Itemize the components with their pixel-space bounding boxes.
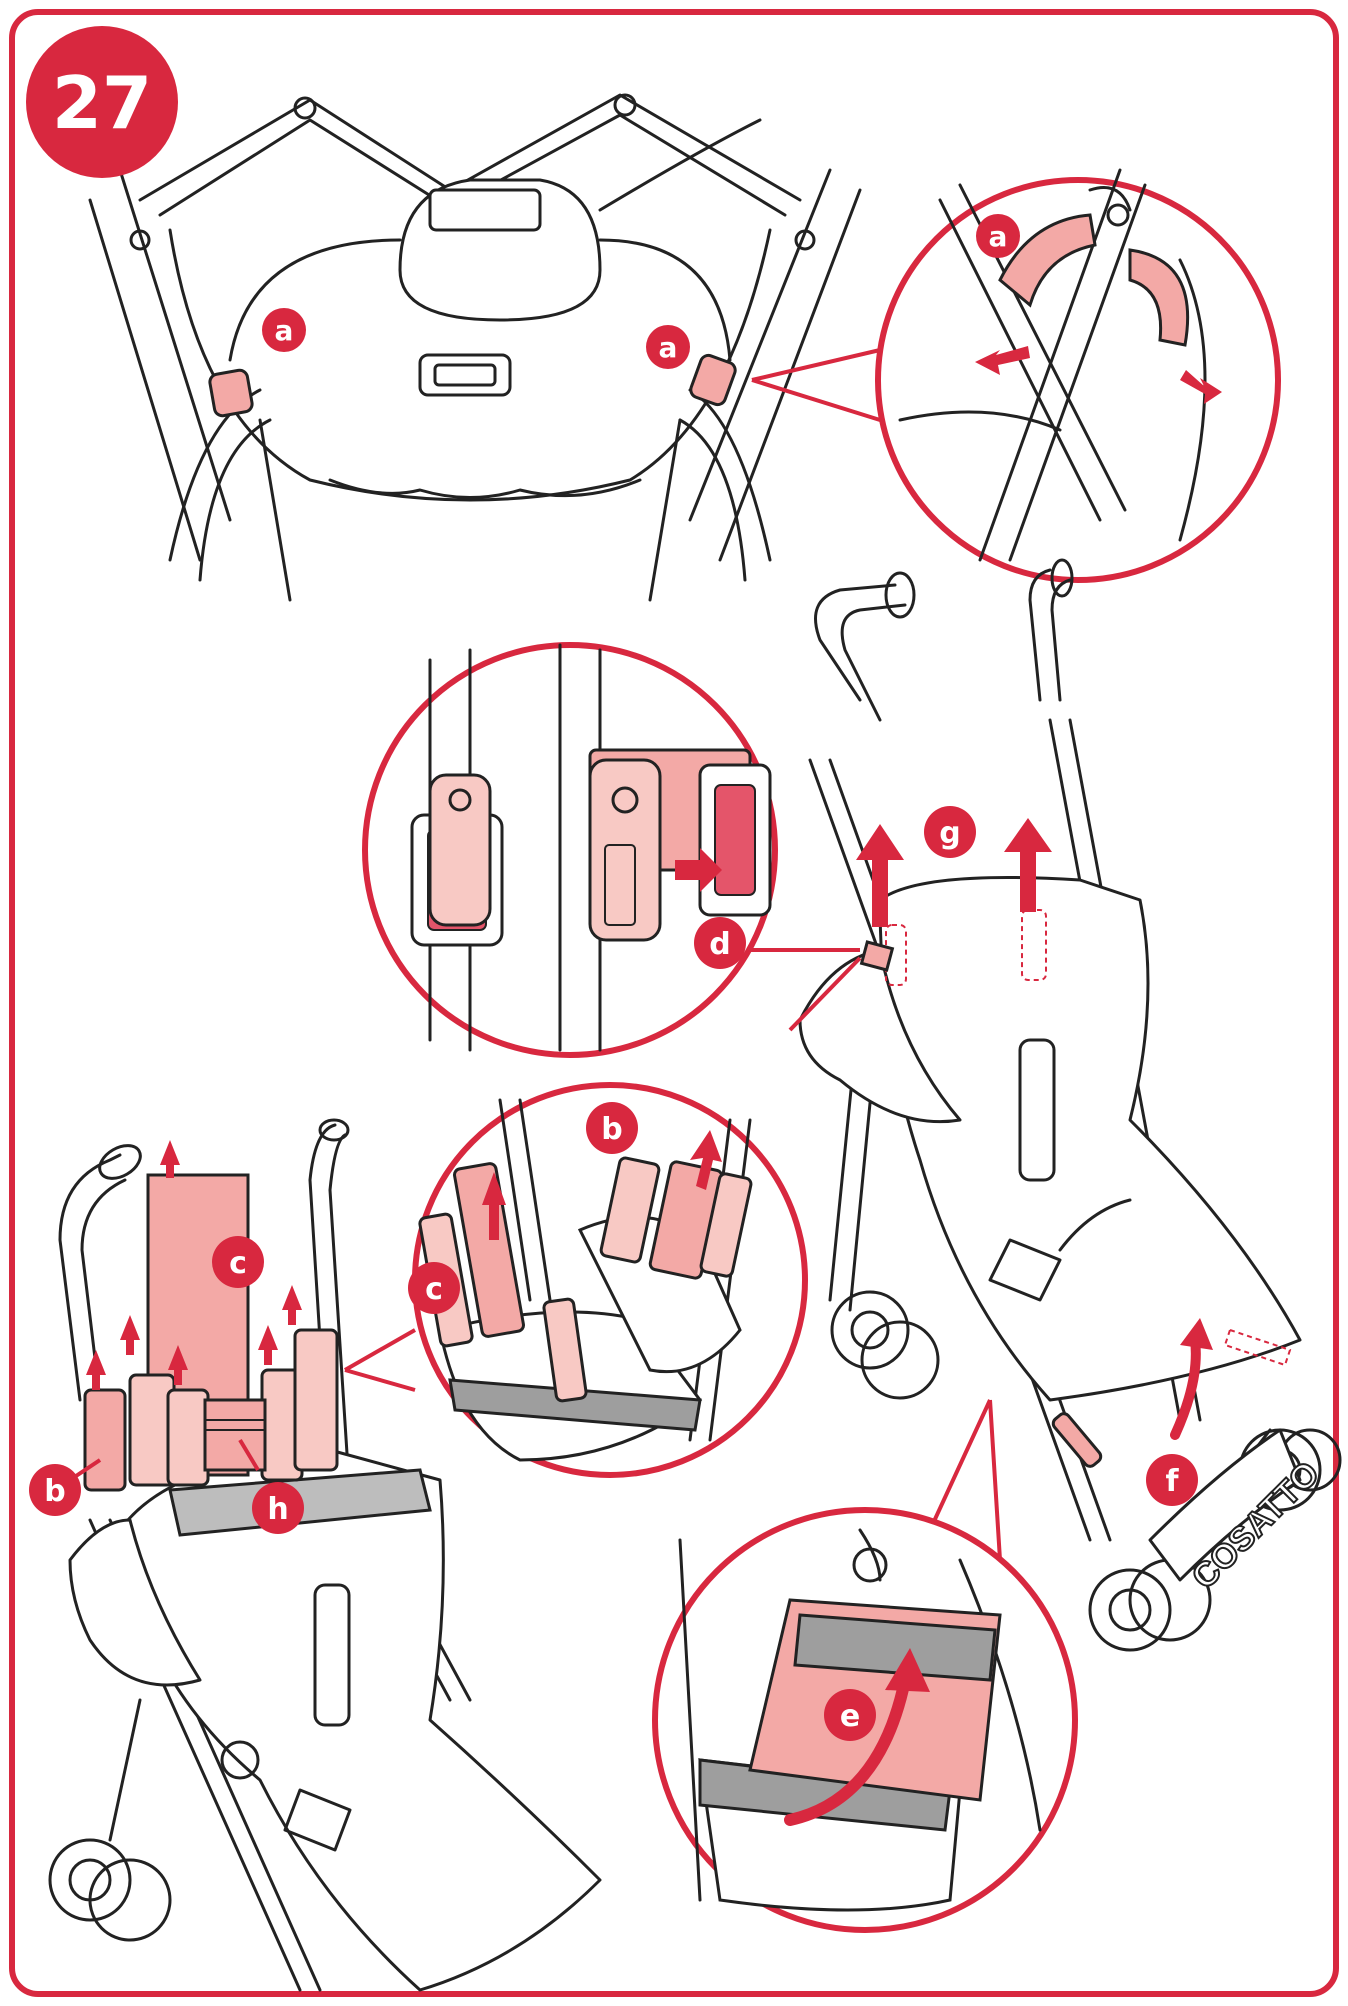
arrow-up-icon xyxy=(258,1325,278,1365)
arrow-right-icon-d xyxy=(675,848,722,892)
label-a-zoom: a xyxy=(976,214,1020,258)
arrow-up-icon xyxy=(168,1345,188,1385)
label-h: h xyxy=(238,1438,304,1534)
arrow-up-icon xyxy=(282,1285,302,1325)
svg-text:e: e xyxy=(840,1699,860,1734)
label-b-zoom: b xyxy=(586,1102,638,1154)
label-e: e xyxy=(824,1689,876,1741)
strap-a-zoom xyxy=(998,213,1097,308)
svg-text:a: a xyxy=(659,331,678,364)
arrow-up-icon-g-left xyxy=(856,824,904,927)
zoom-circle-a xyxy=(751,168,1281,583)
strap-d xyxy=(859,940,895,972)
label-d: d xyxy=(694,917,746,969)
right-stroller-view xyxy=(798,558,1342,1652)
label-b-left: b xyxy=(29,1458,102,1516)
arrow-up-icon-zoom-b xyxy=(690,1130,722,1190)
label-a-left: a xyxy=(262,308,306,352)
arrow-curve-icon-f xyxy=(1170,1335,1201,1440)
svg-text:f: f xyxy=(1165,1464,1179,1499)
brake-pedal xyxy=(1051,1412,1103,1468)
zoom-circle-bc xyxy=(344,1082,808,1478)
arrow-up-icon xyxy=(160,1140,180,1178)
svg-text:c: c xyxy=(229,1246,247,1281)
svg-text:a: a xyxy=(275,314,294,347)
arrow-up-icon xyxy=(120,1315,140,1355)
svg-text:c: c xyxy=(425,1272,443,1307)
step-number: 27 xyxy=(52,61,152,145)
zoom-circle-d xyxy=(362,642,862,1058)
step-number-badge: 27 xyxy=(26,26,178,178)
strap-a-left xyxy=(208,368,254,418)
svg-text:h: h xyxy=(267,1492,288,1527)
pocket-dashes xyxy=(885,909,1292,1367)
zoom-circle-e xyxy=(652,1399,1078,1933)
arrow-right-icon xyxy=(1180,370,1222,404)
svg-text:b: b xyxy=(601,1112,622,1147)
seat-inserts xyxy=(83,1173,339,1492)
svg-text:a: a xyxy=(989,220,1008,253)
arrow-up-icon-zoom xyxy=(482,1172,506,1240)
svg-text:b: b xyxy=(44,1474,65,1509)
label-a-mid: a xyxy=(646,325,690,369)
arrow-up-icon-g-right xyxy=(1004,818,1052,912)
label-g: g xyxy=(924,806,976,858)
arrow-curve-icon-e xyxy=(784,1674,911,1826)
insert-arrows xyxy=(86,1140,302,1390)
svg-text:g: g xyxy=(939,816,960,851)
label-c-zoom: c xyxy=(408,1262,460,1314)
left-stroller-view xyxy=(48,1118,602,1992)
strap-a-right xyxy=(689,353,737,407)
svg-text:d: d xyxy=(709,927,730,962)
label-f: f xyxy=(1146,1454,1198,1506)
arrow-left-icon xyxy=(975,346,1030,375)
label-c-main: c xyxy=(212,1236,264,1288)
arrow-up-icon xyxy=(86,1350,106,1390)
